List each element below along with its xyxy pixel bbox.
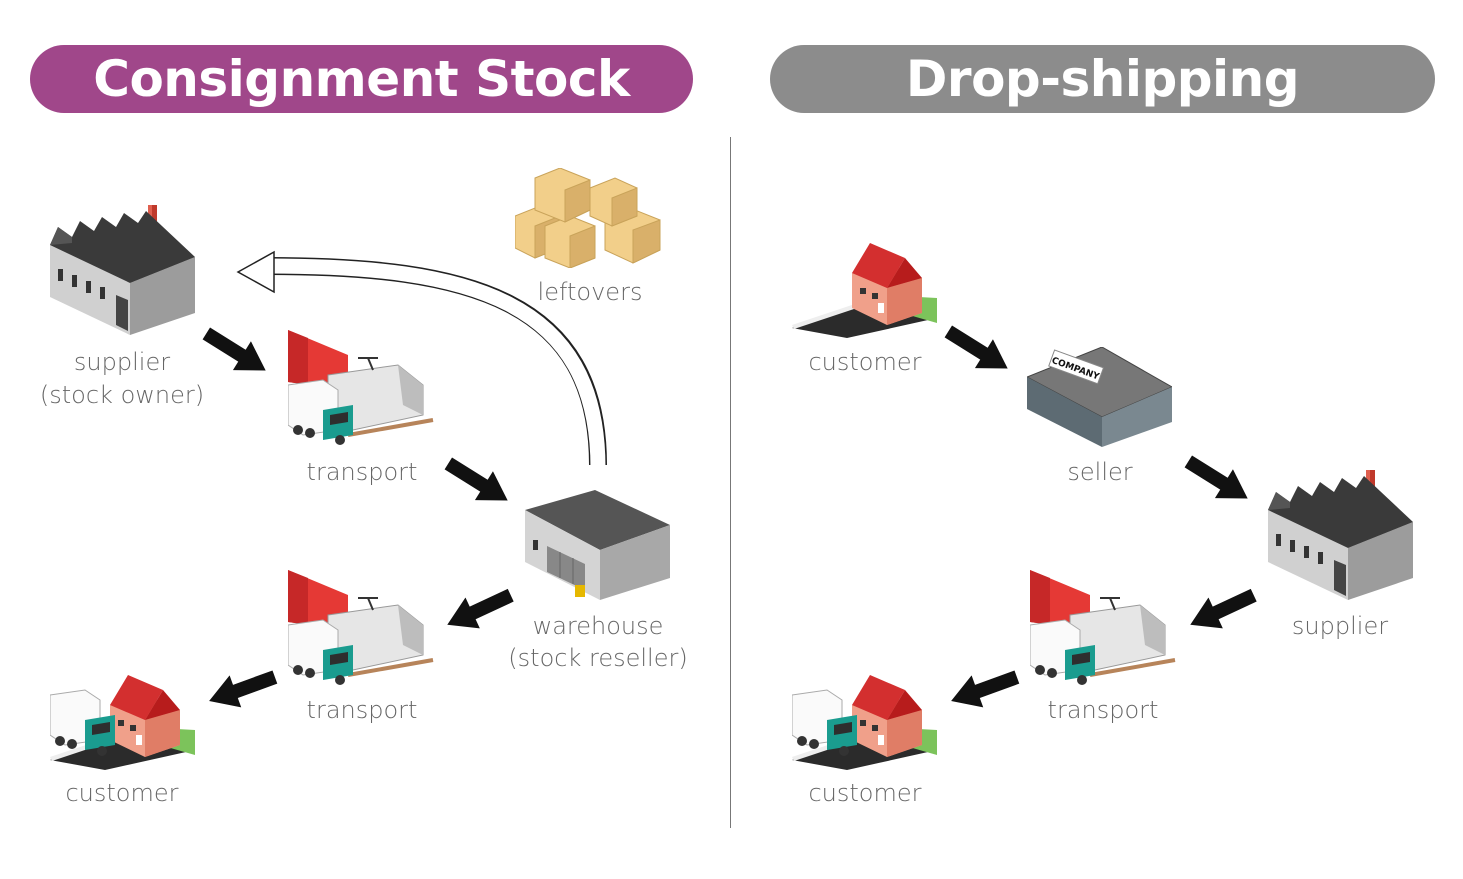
customer-house-with-truck-icon: [50, 675, 195, 770]
supplier-factory-icon: [50, 205, 195, 335]
supplier-factory-icon: [1268, 470, 1413, 600]
supplier-label: supplier: [73, 348, 171, 376]
transport-label: transport: [306, 696, 418, 724]
supplier-role-label: (stock owner): [39, 381, 205, 409]
consignment-stock-title: Consignment Stock: [30, 45, 693, 113]
seller-sign-board: [1048, 349, 1105, 385]
return-arrow-icon: [236, 250, 607, 469]
warehouse-role-label: (stock reseller): [508, 644, 688, 672]
transport-icon: [1030, 570, 1177, 685]
warehouse-icon: [525, 490, 670, 600]
transport-icon: [288, 570, 435, 685]
customer-house-with-truck-icon: [792, 675, 937, 770]
seller-label: seller: [1067, 458, 1133, 486]
customer-house-icon: [792, 243, 937, 338]
transport-icon: [288, 330, 435, 445]
leftovers-boxes-icon: [515, 168, 661, 268]
transport-label: transport: [306, 458, 418, 486]
customer-label: customer: [808, 779, 922, 807]
customer-label: customer: [65, 779, 179, 807]
drop-shipping-title: Drop-shipping: [770, 45, 1435, 113]
supplier-label: supplier: [1291, 612, 1389, 640]
divider: [730, 137, 731, 828]
leftovers-label: leftovers: [537, 278, 643, 306]
transport-label: transport: [1047, 696, 1159, 724]
warehouse-label: warehouse: [532, 612, 664, 640]
seller-office-building-icon: [1027, 347, 1172, 447]
customer-label: customer: [808, 348, 922, 376]
